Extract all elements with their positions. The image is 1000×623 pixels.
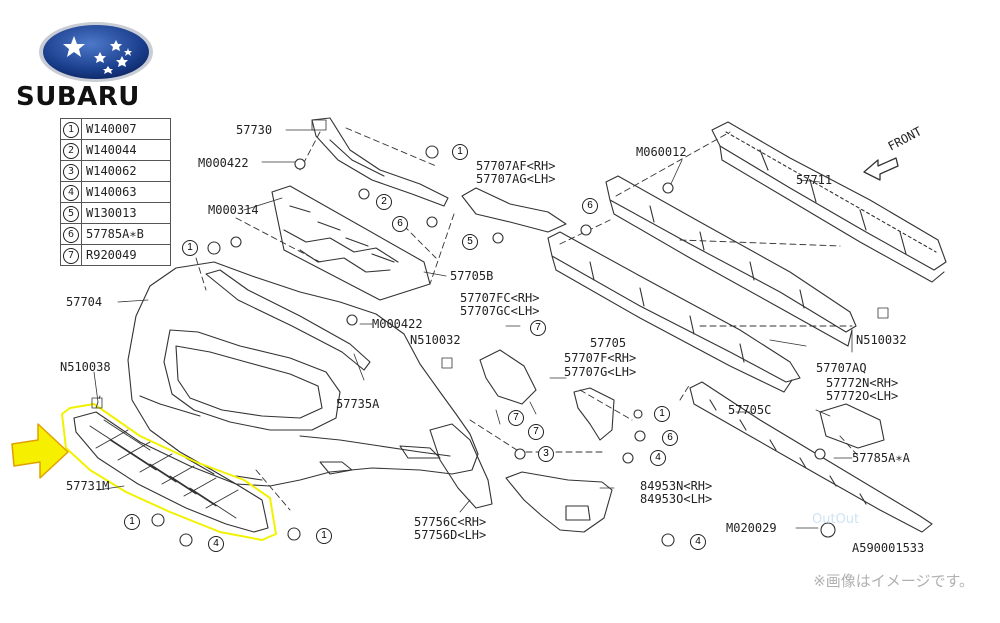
callout-7: 7	[508, 410, 524, 426]
fastener-markers	[151, 145, 836, 547]
part-label-57735A: 57735A	[336, 397, 380, 411]
part-label-57785A-A: 57785A∗A	[852, 451, 910, 465]
part-label-57707FC: 57707FC<RH>	[460, 291, 540, 305]
part-label-M000422: M000422	[198, 156, 249, 170]
callout-1: 1	[182, 240, 198, 256]
legend-code: R920049	[81, 244, 171, 266]
bracket-57772N	[819, 403, 885, 449]
highlight-pointer-arrow	[11, 423, 69, 479]
callout-2: 2	[376, 194, 392, 210]
legend-code: W130013	[81, 202, 171, 224]
leader-lines	[93, 129, 853, 529]
callout-4: 4	[208, 536, 224, 552]
part-label-57707F: 57707F<RH>	[564, 351, 637, 365]
callout-6: 6	[662, 430, 678, 446]
bracket-57707F	[573, 387, 615, 441]
part-label-57707GC: 57707GC<LH>	[460, 304, 540, 318]
radiator-panel-57705B	[271, 185, 431, 301]
lower-grille-57731M	[73, 411, 269, 533]
part-label-57707AF: 57707AF<RH>	[476, 159, 556, 173]
callout-number: 2	[63, 142, 79, 159]
part-label-N510032-right: N510032	[856, 333, 907, 347]
callout-number: 7	[63, 247, 79, 264]
callout-1: 1	[124, 514, 140, 530]
fog-cover-84953	[505, 471, 613, 533]
part-label-84953O: 84953O<LH>	[640, 492, 713, 506]
subaru-logo	[39, 22, 153, 82]
part-label-N510032-left: N510032	[410, 333, 461, 347]
callout-4: 4	[650, 450, 666, 466]
assembly-guide-lines	[95, 127, 861, 511]
part-label-57731M: 57731M	[66, 479, 110, 493]
part-label-57705B: 57705B	[450, 269, 494, 283]
part-label-57707AQ: 57707AQ	[816, 361, 867, 375]
callout-number: 5	[63, 205, 79, 222]
bumper-beam-57711	[711, 121, 947, 283]
callout-7: 7	[530, 320, 546, 336]
callout-number: 1	[63, 121, 79, 138]
legend-code: 57785A∗B	[81, 223, 171, 245]
callout-7: 7	[528, 424, 544, 440]
part-label-57705C: 57705C	[728, 403, 772, 417]
part-label-N510038: N510038	[60, 360, 111, 374]
bracket-57707AF	[461, 187, 567, 233]
part-label-M020029: M020029	[726, 521, 777, 535]
callout-6: 6	[392, 216, 408, 232]
callout-number: 6	[63, 226, 79, 243]
part-label-M060012: M060012	[636, 145, 687, 159]
part-label-57772N: 57772N<RH>	[826, 376, 899, 390]
part-label-M000314: M000314	[208, 203, 259, 217]
callout-6: 6	[582, 198, 598, 214]
upper-bracket-57730	[311, 117, 449, 207]
callout-5: 5	[462, 234, 478, 250]
callout-1: 1	[316, 528, 332, 544]
legend-code: W140007	[81, 118, 171, 140]
part-label-57730: 57730	[236, 123, 273, 137]
absorber-57705C	[689, 381, 933, 533]
legend-code: W140044	[81, 139, 171, 161]
callout-1: 1	[452, 144, 468, 160]
clip-markers	[91, 119, 889, 425]
absorber-57705	[605, 175, 857, 347]
part-label-57756C: 57756C<RH>	[414, 515, 487, 529]
part-label-84953N: 84953N<RH>	[640, 479, 713, 493]
highlight-outline	[61, 403, 277, 541]
absorber-lower	[547, 231, 801, 393]
side-duct-57756	[429, 423, 493, 509]
callout-3: 3	[538, 446, 554, 462]
watermark-text: OutOut	[812, 512, 860, 527]
brand-wordmark: SUBARU	[16, 82, 140, 112]
strip-57735A	[205, 269, 371, 371]
callout-4: 4	[690, 534, 706, 550]
bumper-cover-57704	[127, 261, 479, 487]
front-arrow-icon	[863, 157, 899, 181]
callout-number: 4	[63, 184, 79, 201]
part-label-57711: 57711	[796, 173, 833, 187]
part-label-57705: 57705	[590, 336, 627, 350]
part-label-M000422-mid: M000422	[372, 317, 423, 331]
diagram-code: A590001533	[852, 541, 925, 555]
callout-number: 3	[63, 163, 79, 180]
part-label-57704: 57704	[66, 295, 103, 309]
part-label-57707G: 57707G<LH>	[564, 365, 637, 379]
bracket-57707FC	[479, 349, 537, 405]
callout-1: 1	[654, 406, 670, 422]
part-label-57707AG: 57707AG<LH>	[476, 172, 556, 186]
part-label-57756D: 57756D<LH>	[414, 528, 487, 542]
image-disclaimer-note: ※画像はイメージです。	[813, 572, 974, 590]
part-label-57772O: 57772O<LH>	[826, 389, 899, 403]
